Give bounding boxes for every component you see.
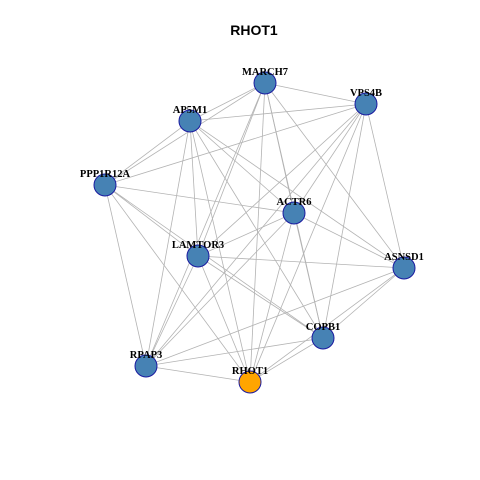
node-label-asnsd1: ASNSD1	[384, 252, 424, 263]
node-label-rpap3: RPAP3	[130, 350, 162, 361]
node-asnsd1	[392, 256, 416, 280]
node-label-march7: MARCH7	[242, 67, 288, 78]
node-rpap3	[134, 354, 158, 378]
edge-asnsd1-rhot1	[249, 267, 405, 383]
edge-rpap3-rhot1	[145, 365, 251, 383]
edge-march7-lamtor3	[197, 82, 266, 257]
edge-actr6-rpap3	[145, 212, 295, 367]
edge-actr6-rhot1	[249, 212, 295, 383]
edge-copb1-rpap3	[145, 337, 324, 367]
edge-ap5m1-asnsd1	[189, 120, 405, 269]
edge-ap5m1-lamtor3	[189, 120, 199, 257]
edge-vps4b-actr6	[293, 103, 367, 214]
node-label-rhot1: RHOT1	[232, 366, 268, 377]
edge-vps4b-ap5m1	[189, 103, 367, 122]
edge-vps4b-asnsd1	[365, 103, 405, 269]
node-label-vps4b: VPS4B	[350, 88, 382, 99]
node-ppp1r12a	[93, 173, 117, 197]
edge-actr6-copb1	[293, 212, 324, 339]
edge-ppp1r12a-lamtor3	[104, 184, 199, 257]
edge-march7-asnsd1	[264, 82, 405, 269]
edge-vps4b-rhot1	[249, 103, 367, 383]
edge-lamtor3-rhot1	[197, 255, 251, 383]
edge-march7-ap5m1	[189, 82, 266, 122]
edge-ap5m1-actr6	[189, 120, 295, 214]
node-ap5m1	[178, 109, 202, 133]
edge-lamtor3-copb1	[197, 255, 324, 339]
node-actr6	[282, 201, 306, 225]
edge-asnsd1-copb1	[322, 267, 405, 339]
edge-lamtor3-rpap3	[145, 255, 199, 367]
edge-march7-rhot1	[249, 82, 266, 383]
node-label-copb1: COPB1	[306, 322, 340, 333]
node-lamtor3	[186, 244, 210, 268]
edge-lamtor3-asnsd1	[197, 255, 405, 269]
edge-actr6-asnsd1	[293, 212, 405, 269]
edge-vps4b-copb1	[322, 103, 367, 339]
node-copb1	[311, 326, 335, 350]
node-label-ppp1r12a: PPP1R12A	[80, 169, 131, 180]
edge-ppp1r12a-actr6	[104, 184, 295, 214]
node-march7	[253, 71, 277, 95]
edge-vps4b-rpap3	[145, 103, 367, 367]
edge-ppp1r12a-rhot1	[104, 184, 251, 383]
edge-copb1-rhot1	[249, 337, 324, 383]
node-rhot1	[238, 370, 262, 394]
edge-vps4b-ppp1r12a	[104, 103, 367, 186]
edge-march7-ppp1r12a	[104, 82, 266, 186]
edge-ap5m1-rhot1	[189, 120, 251, 383]
edge-ap5m1-rpap3	[145, 120, 191, 367]
node-label-lamtor3: LAMTOR3	[172, 240, 224, 251]
edge-ap5m1-ppp1r12a	[104, 120, 191, 186]
nodes-layer	[93, 71, 416, 394]
node-vps4b	[354, 92, 378, 116]
figure-title: RHOT1	[230, 22, 278, 38]
node-label-actr6: ACTR6	[276, 197, 311, 208]
edge-actr6-lamtor3	[197, 212, 295, 257]
edge-march7-vps4b	[264, 82, 367, 105]
edge-asnsd1-rpap3	[145, 267, 405, 367]
node-label-ap5m1: AP5M1	[173, 105, 207, 116]
edge-march7-rpap3	[145, 82, 266, 367]
edge-ppp1r12a-rpap3	[104, 184, 147, 367]
edges-layer	[104, 82, 405, 383]
edge-vps4b-lamtor3	[197, 103, 367, 257]
